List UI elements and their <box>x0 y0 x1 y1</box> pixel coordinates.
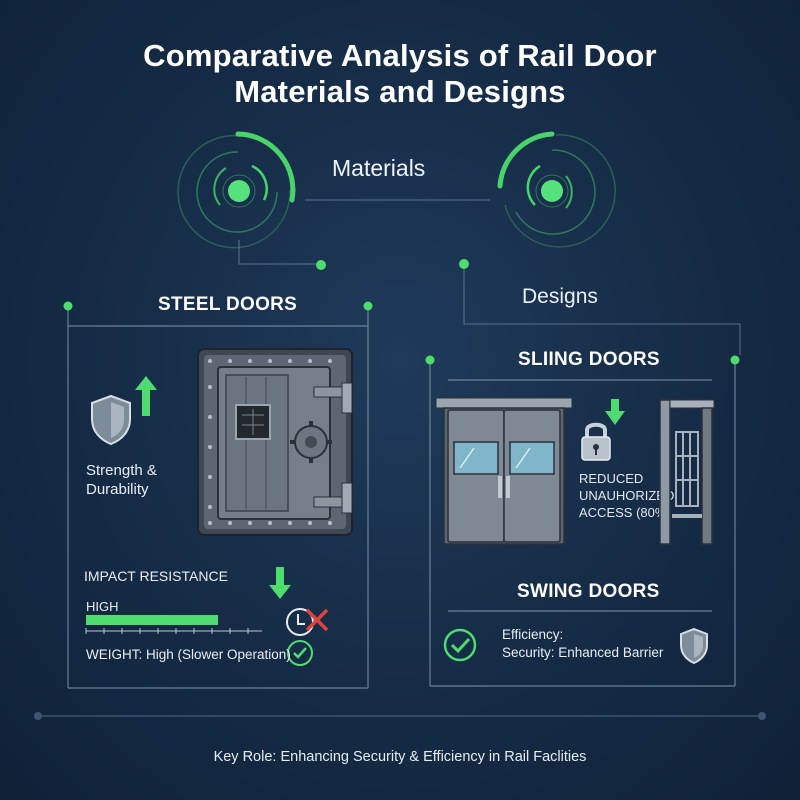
reduced-line-3: ACCESS (80%) <box>579 505 671 520</box>
strength-line: Strength & <box>86 462 157 479</box>
designs-panel-frame <box>429 360 736 687</box>
shield-icon <box>680 627 708 665</box>
title-line-1: Comparative Analysis of Rail Door <box>143 38 657 73</box>
sliding-door-image <box>435 397 573 545</box>
title-line-2: Materials and Designs <box>234 74 566 109</box>
sliding-doors-heading: SLIING DOORS <box>518 349 660 370</box>
footer-key-role: Key Role: Enhancing Security & Efficienc… <box>213 749 587 765</box>
materials-left-target-icon <box>177 131 296 249</box>
reduced-line-1: REDUCED <box>579 471 644 486</box>
weight-label: WEIGHT: High (Slower Operation) <box>86 647 291 662</box>
designs-label: Designs <box>522 285 598 308</box>
arrow-down-icon <box>269 567 291 599</box>
gate-image <box>659 399 715 545</box>
steel-doors-heading: STEEL DOORS <box>158 294 298 315</box>
check-circle-icon <box>287 640 313 666</box>
reduced-access-label: REDUCED UNAUHORIZED ACCESS (80%) <box>579 470 674 521</box>
steel-vault-door-image <box>197 348 353 536</box>
swing-doors-details: Efficiency: Security: Enhanced Barrier <box>502 626 663 662</box>
security-label: Security: Enhanced Barrier <box>502 645 664 660</box>
arrow-up-icon <box>135 376 157 416</box>
bottom-divider <box>34 712 766 720</box>
page-title: Comparative Analysis of Rail Door Materi… <box>0 38 800 110</box>
swing-doors-heading: SWING DOORS <box>517 581 660 602</box>
arrow-down-icon-small <box>605 399 625 425</box>
durability-line: Durability <box>86 481 149 498</box>
clock-cross-icon <box>286 608 329 636</box>
impact-resistance-bar <box>85 615 262 634</box>
padlock-icon <box>581 422 611 461</box>
materials-label: Materials <box>332 155 426 181</box>
shield-icon <box>91 394 131 446</box>
check-circle-icon <box>443 628 477 662</box>
impact-resistance-value: HIGH <box>86 599 119 614</box>
reduced-line-2: UNAUHORIZED <box>579 488 675 503</box>
strength-durability-label: Strength & Durability <box>86 461 157 499</box>
impact-resistance-label: IMPACT RESISTANCE <box>84 568 228 584</box>
efficiency-label: Efficiency: <box>502 627 564 642</box>
materials-right-target-icon <box>497 131 616 248</box>
impact-resistance-fill <box>86 615 218 625</box>
connector-dot <box>459 259 469 269</box>
connector-dot <box>316 260 326 270</box>
steel-panel-frame <box>67 310 369 689</box>
